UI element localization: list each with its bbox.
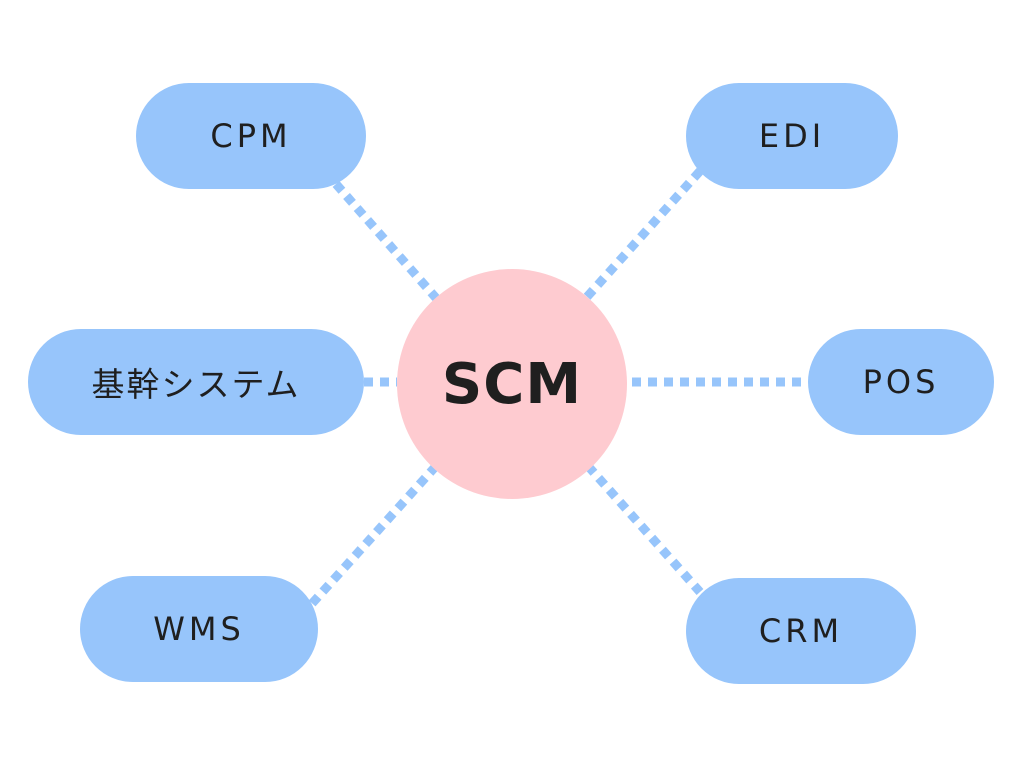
node-core-system-label: 基幹システム	[91, 365, 301, 404]
node-crm: CRM	[686, 578, 916, 684]
node-cpm-label: CPM	[210, 117, 292, 155]
node-edi: EDI	[686, 83, 898, 189]
node-wms-label: WMS	[153, 610, 245, 648]
connector-wms	[304, 462, 440, 612]
node-pos: POS	[808, 329, 994, 435]
connector-edi	[582, 167, 704, 302]
node-pos-label: POS	[862, 363, 940, 401]
connector-crm	[584, 463, 704, 595]
scm-hub: SCM	[397, 269, 627, 499]
node-core-system: 基幹システム	[28, 329, 364, 435]
node-cpm: CPM	[136, 83, 366, 189]
node-edi-label: EDI	[758, 117, 826, 155]
scm-hub-label: SCM	[441, 351, 583, 417]
node-wms: WMS	[80, 576, 318, 682]
connector-cpm	[332, 181, 440, 301]
node-crm-label: CRM	[758, 612, 844, 650]
